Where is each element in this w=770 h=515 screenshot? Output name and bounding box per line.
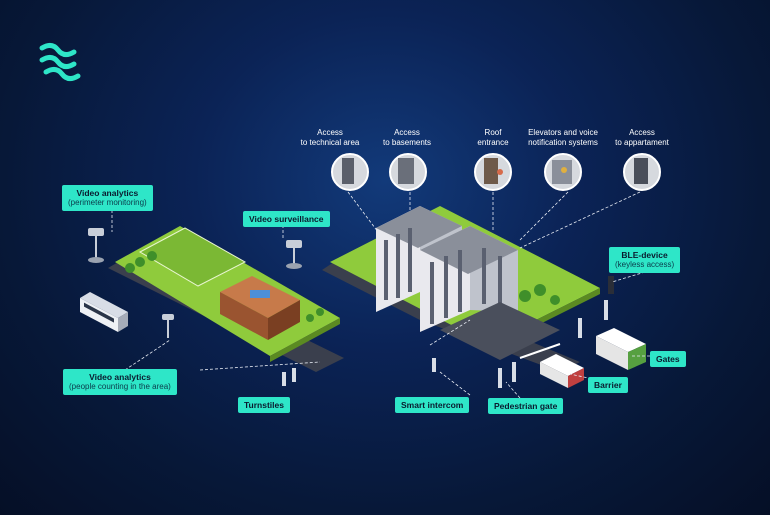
access-point-basements-icon	[389, 153, 427, 191]
ambulance	[540, 354, 584, 388]
access-label-apartment: Access to appartament	[615, 128, 669, 148]
tag-pedestrian-gate: Pedestrian gate	[488, 398, 564, 414]
tag-smart-intercom: Smart intercom	[395, 397, 470, 413]
parking-lot	[440, 302, 560, 360]
camera-icon	[162, 314, 174, 338]
bus	[80, 292, 128, 332]
access-label-line: to basements	[382, 138, 432, 147]
tag-gates: Gates	[650, 351, 686, 367]
access-label-elevators: Elevators and voice notification systems	[528, 128, 598, 148]
camera-icon	[286, 240, 302, 269]
football-field	[138, 227, 247, 287]
access-label-line: Access	[317, 128, 343, 137]
access-point-roof-icon	[474, 153, 512, 191]
access-label-technical-area: Access to technical area	[301, 128, 360, 148]
building-windows	[384, 228, 502, 324]
tag-title: Gates	[656, 354, 680, 364]
access-label-line: to technical area	[300, 138, 360, 147]
access-label-line: Access	[394, 128, 420, 137]
access-point-apartment-icon	[623, 153, 661, 191]
access-label-line: entrance	[477, 138, 509, 147]
tag-title: Video analytics	[89, 372, 151, 382]
tag-subtitle: (people counting in the area)	[69, 382, 171, 391]
tag-subtitle: (keyless access)	[615, 260, 675, 269]
access-label-line: notification systems	[528, 138, 598, 147]
tag-title: BLE-device	[621, 250, 668, 260]
tag-video-surveillance: Video surveillance	[243, 211, 330, 227]
barrier-arm	[519, 343, 561, 359]
access-label-basements: Access to basements	[383, 128, 431, 148]
truck	[596, 328, 646, 370]
brand-logo-icon	[39, 42, 81, 82]
access-label-roof: Roof entrance	[477, 128, 508, 148]
tag-barrier: Barrier	[588, 377, 628, 393]
access-label-line: Access	[629, 128, 655, 137]
tag-title: Video analytics	[76, 188, 139, 198]
tag-title: Turnstiles	[244, 400, 284, 410]
tag-title: Smart intercom	[401, 400, 464, 410]
camera-icon	[88, 228, 104, 263]
tag-video-analytics-people: Video analytics (people counting in the …	[63, 369, 177, 395]
tag-turnstiles: Turnstiles	[238, 397, 290, 413]
tag-subtitle: (perimeter monitoring)	[68, 198, 147, 207]
tag-ble-device: BLE-device (keyless access)	[609, 247, 681, 273]
access-point-technical-area-icon	[331, 153, 369, 191]
tag-video-analytics-perimeter: Video analytics (perimeter monitoring)	[62, 185, 153, 211]
access-label-line: Roof	[484, 128, 502, 137]
access-label-line: Elevators and voice	[528, 128, 598, 137]
access-label-line: to appartament	[615, 138, 669, 147]
tag-title: Pedestrian gate	[494, 401, 558, 411]
tag-title: Barrier	[594, 380, 622, 390]
connector-lines	[111, 191, 650, 399]
tag-title: Video surveillance	[249, 214, 324, 224]
access-point-elevators-icon	[544, 153, 582, 191]
